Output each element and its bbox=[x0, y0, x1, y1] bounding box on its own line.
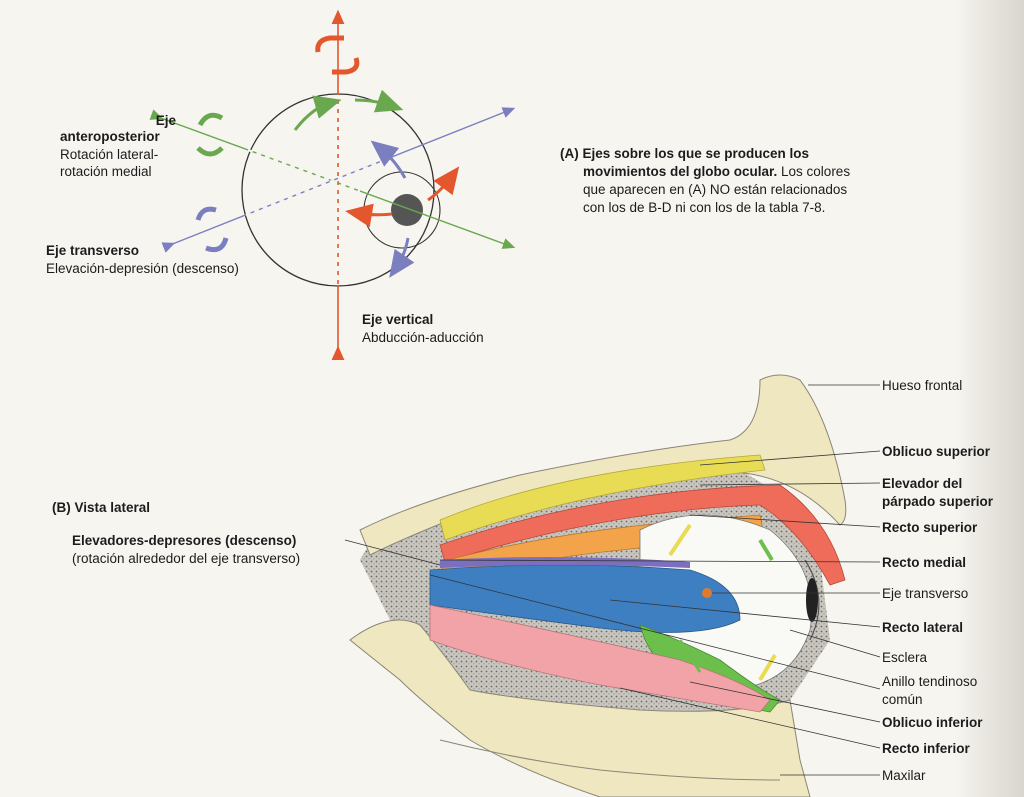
label-inferior-oblique: Oblicuo inferior bbox=[882, 715, 983, 730]
transverse-axis-dot bbox=[702, 588, 712, 598]
label-superior-rectus: Recto superior bbox=[882, 520, 978, 535]
panel-a-title-line2-rest: Los colores bbox=[777, 164, 851, 179]
transverse-rotation-icon bbox=[195, 206, 229, 253]
label-tendinous-ring-2: común bbox=[882, 692, 923, 707]
panel-b-subtitle-bold: Elevadores-depresores (descenso) bbox=[72, 533, 297, 548]
panel-a-title-line2: movimientos del globo ocular. Los colore… bbox=[583, 163, 850, 180]
label-medial-rectus: Recto medial bbox=[882, 555, 967, 570]
medial-rectus-muscle bbox=[440, 556, 690, 568]
anteroposterior-rotation-icon bbox=[196, 112, 224, 157]
ap-axis-desc-1: Rotación lateral- bbox=[60, 147, 159, 162]
ap-axis-name-1: Eje bbox=[155, 113, 176, 128]
transverse-axis-name: Eje transverso bbox=[46, 243, 140, 258]
levator-palpebrae-muscle bbox=[439, 484, 846, 586]
panel-a-title-line1: (A) Ejes sobre los que se producen los bbox=[560, 146, 810, 161]
superior-oblique-muscle bbox=[439, 454, 766, 541]
label-inferior-rectus: Recto inferior bbox=[882, 741, 970, 756]
label-tendinous-ring-1: Anillo tendinoso bbox=[882, 674, 978, 689]
transverse-axis-desc: Elevación-depresión (descenso) bbox=[46, 261, 239, 276]
vertical-axis-name: Eje vertical bbox=[362, 312, 434, 327]
label-frontal-bone: Hueso frontal bbox=[882, 378, 963, 393]
panel-a-title-line2-bold: movimientos del globo ocular. bbox=[583, 164, 778, 179]
ap-axis-name-2: anteroposterior bbox=[60, 129, 160, 144]
label-superior-oblique: Oblicuo superior bbox=[882, 444, 991, 459]
orange-arrow-right bbox=[427, 166, 460, 202]
panel-a-title-line3: que aparecen en (A) NO están relacionado… bbox=[583, 182, 848, 197]
panel-b-subtitle: (rotación alrededor del eje transverso) bbox=[72, 551, 301, 566]
label-sclera: Esclera bbox=[882, 650, 928, 665]
label-levator-1: Elevador del bbox=[882, 476, 963, 491]
label-maxilla: Maxilar bbox=[882, 768, 926, 783]
vertical-axis-desc: Abducción-aducción bbox=[362, 330, 484, 345]
ap-axis-desc-2: rotación medial bbox=[60, 164, 152, 179]
vertical-rotation-icon bbox=[315, 35, 360, 75]
page-gutter-shadow bbox=[954, 0, 1024, 797]
inferior-rectus-muscle bbox=[429, 604, 771, 713]
lateral-rectus-muscle bbox=[429, 564, 741, 633]
cornea bbox=[804, 559, 820, 641]
panel-a-title-line4: con los de B-D ni con los de la tabla 7-… bbox=[583, 200, 826, 215]
label-lateral-rectus: Recto lateral bbox=[882, 620, 964, 635]
label-levator-2: párpado superior bbox=[882, 494, 994, 509]
label-transverse-axis: Eje transverso bbox=[882, 586, 969, 601]
blue-arrow-up bbox=[370, 140, 407, 179]
green-arrow-right bbox=[354, 89, 404, 113]
iris bbox=[806, 578, 818, 622]
green-arrow-top bbox=[293, 95, 342, 131]
panel-b-title: (B) Vista lateral bbox=[52, 500, 151, 515]
orange-arrow-left bbox=[345, 203, 393, 228]
blue-arrow-down bbox=[389, 237, 415, 278]
